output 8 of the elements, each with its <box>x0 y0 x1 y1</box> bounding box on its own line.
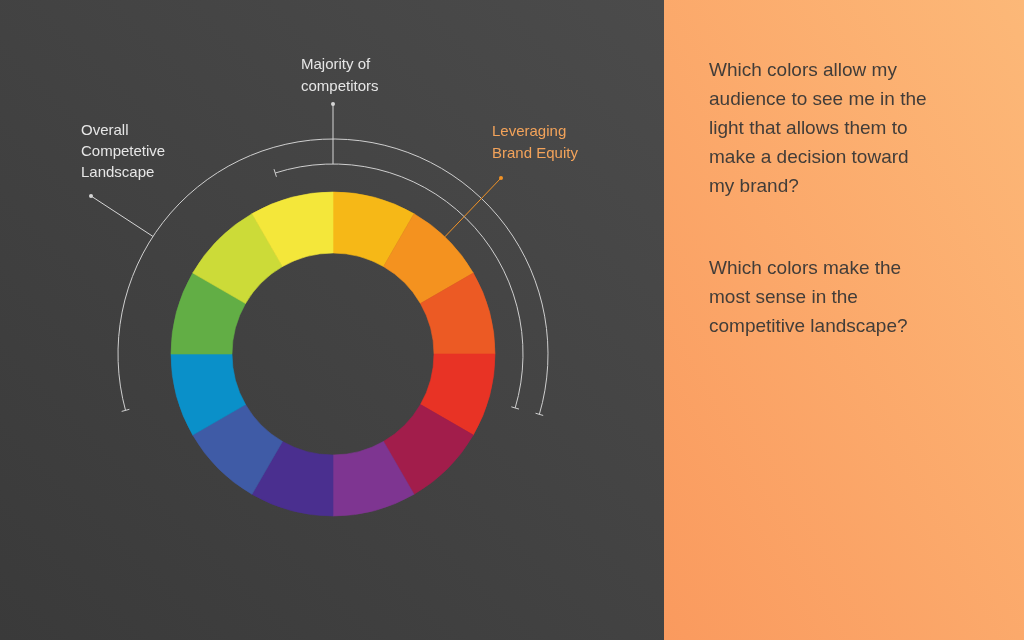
question-text: Which colors allow my audience to see me in the light that allows them to make a decision toward my brand? <box>709 58 928 198</box>
leader-line <box>331 102 335 165</box>
callout-label: Majority of competitors <box>301 53 397 97</box>
question-text: Which colors make the most sense in the competitive landscape? <box>709 256 909 338</box>
callout-label: Leveraging Brand Equity <box>492 120 592 164</box>
callout-label: Overall Competetive Landscape <box>81 119 177 182</box>
question-panel <box>664 0 1024 640</box>
leader-line <box>89 194 154 237</box>
